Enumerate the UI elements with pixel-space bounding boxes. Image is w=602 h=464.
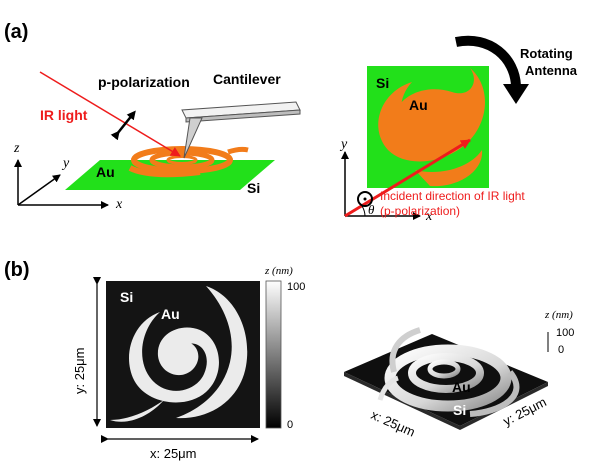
surface-3d-spiral [377, 327, 520, 417]
surface-si-label: Si [453, 402, 466, 418]
ir-light-label: IR light [40, 107, 88, 123]
rotating-label-1: Rotating [520, 46, 573, 61]
y-dimension-label: y: 25μm [72, 347, 87, 394]
afm-spiral [110, 286, 248, 422]
rotating-antenna-spiral [378, 68, 485, 187]
right-axis-y: y [339, 137, 348, 152]
incident-origin-marker [357, 191, 373, 207]
rotation-arrowhead [503, 84, 529, 104]
map-si-label: Si [120, 289, 133, 305]
surface-z-100: 100 [556, 327, 574, 339]
panel-a-label: (a) [4, 21, 28, 43]
colorbar-max: 100 [287, 281, 305, 293]
surface-z-title: z (nm) [544, 309, 573, 321]
p-polarization-label: p-polarization [98, 74, 190, 90]
x-dimension-label: x: 25μm [150, 446, 197, 461]
surface-z-0: 0 [558, 344, 564, 356]
surface-x-label: x: 25μm [369, 407, 418, 440]
surface-au-label: Au [452, 379, 471, 395]
ir-beam [39, 71, 181, 157]
right-axes [341, 151, 421, 220]
panel-b-label: (b) [4, 259, 30, 281]
map-au-label: Au [161, 306, 180, 322]
incident-ir-arrow [344, 138, 471, 218]
left-axis-y: y [61, 156, 70, 171]
colorbar [265, 280, 282, 429]
left-axes [14, 159, 109, 209]
incident-origin-dot [363, 197, 367, 201]
right-au-label: Au [409, 97, 428, 113]
colorbar-min: 0 [287, 419, 293, 431]
left-axis-x: x [115, 197, 123, 212]
cantilever-label: Cantilever [213, 71, 281, 87]
right-axis-x: x [425, 209, 433, 224]
plate-si-label: Si [247, 180, 260, 196]
theta-arc [361, 205, 366, 217]
rotation-arrow [454, 35, 521, 87]
left-axis-z: z [13, 141, 20, 156]
incident-label-2: (p-polarization) [380, 204, 460, 218]
incident-label-1: Incident direction of IR light [380, 189, 525, 203]
plate-spiral [128, 146, 249, 178]
rotating-label-2: Antenna [525, 63, 578, 78]
theta-label: θ [368, 202, 375, 217]
colorbar-title: z (nm) [264, 265, 293, 277]
polarization-arrow [110, 110, 136, 141]
right-si-label: Si [376, 75, 389, 91]
plate-au-label: Au [96, 164, 115, 180]
cantilever-drawing [181, 101, 301, 159]
